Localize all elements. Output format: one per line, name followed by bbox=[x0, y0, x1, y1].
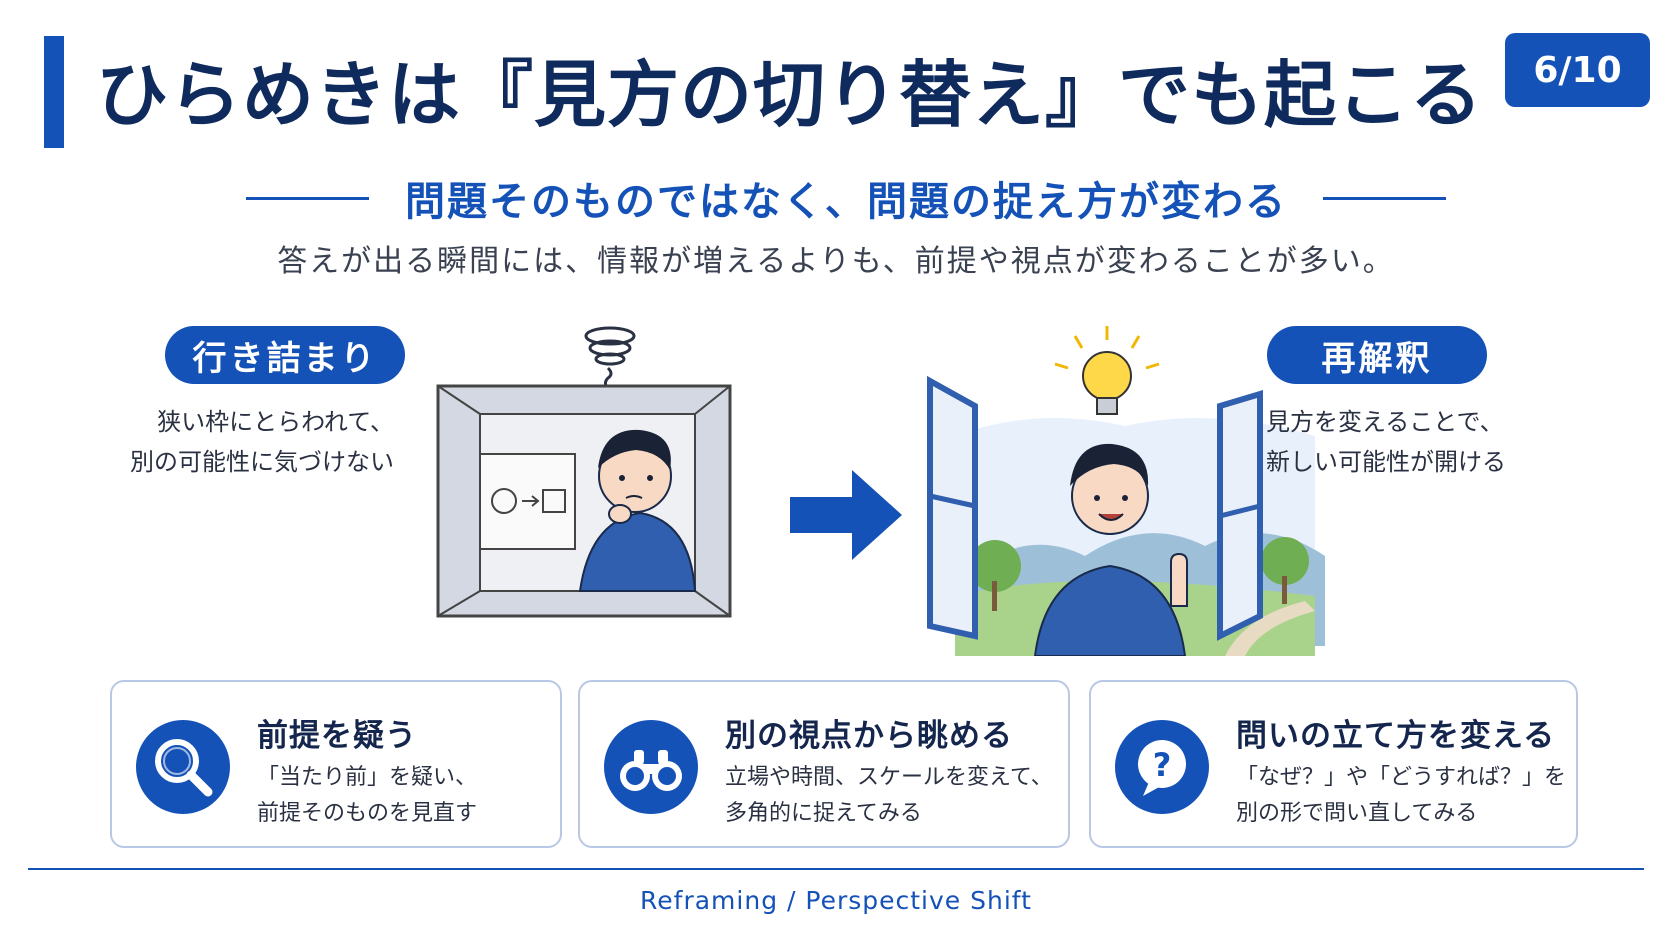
lightbulb-icon bbox=[1054, 326, 1160, 415]
stuck-caption: 狭い枠にとらわれて、 別の可能性に気づけない bbox=[130, 402, 394, 482]
card-body-line-1: 「当たり前」を疑い、 bbox=[257, 765, 478, 790]
card-body: 「なぜ？」や「どうすれば？」を 別の形で問い直してみる bbox=[1236, 760, 1566, 832]
footer-text: Reframing / Perspective Shift bbox=[640, 886, 1032, 915]
excited-person bbox=[1033, 443, 1188, 656]
confusion-swirl-icon bbox=[584, 326, 636, 392]
stuck-caption-line-2: 別の可能性に気づけない bbox=[130, 448, 394, 476]
card-body: 「当たり前」を疑い、 前提そのものを見直す bbox=[257, 760, 477, 832]
slide-subtitle: 問題そのものではなく、問題の捉え方が変わる bbox=[405, 179, 1287, 225]
footer-rule bbox=[28, 868, 1644, 870]
slide-title: ひらめきは『見方の切り替え』でも起こる bbox=[96, 53, 1484, 137]
card-question-assumptions: 前提を疑う 「当たり前」を疑い、 前提そのものを見直す bbox=[110, 680, 562, 848]
transition-arrow-icon bbox=[790, 470, 902, 560]
card-other-perspective: 別の視点から眺める 立場や時間、スケールを変えて、 多角的に捉えてみる bbox=[578, 680, 1070, 848]
puzzled-person bbox=[578, 429, 697, 592]
card-reframe-question: ? 問いの立て方を変える 「なぜ？」や「どうすれば？」を 別の形で問い直してみる bbox=[1089, 680, 1578, 848]
card-body-line-1: 立場や時間、スケールを変えて、 bbox=[725, 765, 1053, 790]
card-title: 問いの立て方を変える bbox=[1236, 718, 1556, 754]
card-body: 立場や時間、スケールを変えて、 多角的に捉えてみる bbox=[725, 760, 1053, 832]
reframe-caption-line-1: 見方を変えることで、 bbox=[1266, 408, 1504, 436]
lead-text: 答えが出る瞬間には、情報が増えるよりも、前提や視点が変わることが多い。 bbox=[277, 244, 1395, 279]
magnifier-icon bbox=[136, 720, 230, 814]
subtitle-row: 問題そのものではなく、問題の捉え方が変わる bbox=[246, 170, 1446, 226]
binoculars-icon bbox=[604, 720, 698, 814]
card-body-line-2: 別の形で問い直してみる bbox=[1236, 801, 1478, 826]
card-title: 前提を疑う bbox=[257, 718, 417, 754]
svg-text:?: ? bbox=[1153, 746, 1172, 784]
card-title: 別の視点から眺める bbox=[725, 718, 1013, 754]
card-body-line-2: 多角的に捉えてみる bbox=[725, 801, 922, 826]
open-window-illustration bbox=[927, 326, 1325, 656]
card-body-line-1: 「なぜ？」や「どうすれば？」を bbox=[1236, 765, 1567, 790]
stuck-caption-line-1: 狭い枠にとらわれて、 bbox=[157, 408, 394, 436]
card-body-line-2: 前提そのものを見直す bbox=[257, 801, 478, 826]
reframe-caption: 見方を変えることで、 新しい可能性が開ける bbox=[1266, 402, 1506, 482]
reframe-caption-line-2: 新しい可能性が開ける bbox=[1266, 448, 1506, 476]
title-accent-bar bbox=[44, 36, 64, 148]
stuck-box-illustration bbox=[436, 326, 732, 618]
page-number-badge: 6/10 bbox=[1505, 33, 1650, 107]
subtitle-rule-left bbox=[246, 196, 369, 200]
reframe-label: 再解釈 bbox=[1267, 326, 1487, 384]
stuck-label: 行き詰まり bbox=[165, 326, 405, 384]
question-bubble-icon: ? bbox=[1115, 720, 1209, 814]
subtitle-rule-right bbox=[1323, 196, 1446, 200]
